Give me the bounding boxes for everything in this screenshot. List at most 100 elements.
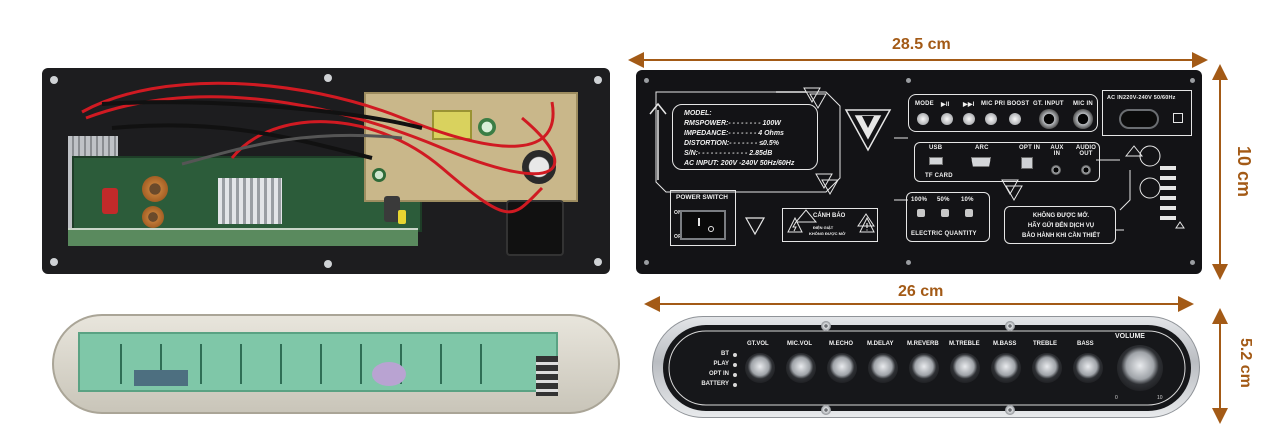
bt-indicator-label: BT	[721, 351, 729, 357]
battery-indicator-led	[733, 383, 737, 387]
level-led	[1160, 206, 1176, 210]
m-treble-knob[interactable]	[950, 353, 980, 383]
next-button[interactable]	[963, 113, 975, 125]
sticker	[372, 362, 406, 386]
m-reverb-label: M.REVERB	[907, 341, 939, 347]
m-echo-label: M.ECHO	[829, 341, 853, 347]
m-reverb-knob[interactable]	[909, 353, 939, 383]
dimension-plate-width: 26 cm	[898, 283, 944, 300]
elec-100-label: 100%	[911, 197, 928, 203]
mic-in-label: MIC IN	[1073, 101, 1093, 107]
mic-vol-knob[interactable]	[786, 353, 816, 383]
play-pause-button[interactable]	[941, 113, 953, 125]
m-bass-label: M.BASS	[993, 341, 1017, 347]
capacitor	[398, 210, 406, 224]
play-indicator-label: PLAY	[713, 361, 729, 367]
heatsink-fins	[218, 178, 282, 224]
m-treble-label: M.TREBLE	[949, 341, 980, 347]
level-led	[1160, 186, 1176, 190]
warning-sub-2: KHÔNG ĐƯỢC MỞ	[809, 231, 846, 236]
note-line-2: HÃY GỬI ĐẾN DỊCH VỤ	[1027, 223, 1095, 229]
mic-input-jack[interactable]	[1073, 109, 1093, 129]
audio-out-label: AUDIO OUT	[1075, 145, 1097, 157]
next-label: ▶▶I	[963, 102, 975, 108]
ac-power-socket[interactable]	[1119, 109, 1159, 129]
ac-input-label: AC IN220V-240V 50/60Hz	[1107, 95, 1176, 101]
control-knob-plate: BT PLAY OPT IN BATTERY GT.VOL MIC.VOL M.…	[652, 316, 1200, 418]
opt-in-label: OPT IN	[1019, 145, 1041, 151]
front-panel: MODEL: RMSPOWER:- - - - - - - - 100W IMP…	[636, 70, 1202, 274]
dimension-panel-width: 28.5 cm	[892, 36, 951, 53]
battery-led-50	[941, 209, 949, 217]
optical-input-port[interactable]	[1021, 157, 1033, 169]
led-strip-board	[78, 332, 558, 396]
switch-on-mark	[698, 218, 700, 226]
level-led	[1160, 216, 1176, 220]
driver-chip	[134, 370, 188, 386]
spec-sn: S/N:- - - - - - - - - - - - 2.85dB	[684, 150, 773, 157]
mic-pri-label: MIC PRI	[981, 101, 1006, 107]
screw	[1190, 78, 1195, 83]
battery-led-100	[917, 209, 925, 217]
battery-indicator-label: BATTERY	[701, 381, 729, 387]
usb-label: USB	[929, 145, 943, 151]
capacitor	[478, 118, 496, 136]
m-delay-label: M.DELAY	[867, 341, 894, 347]
plate-screw	[1005, 321, 1015, 331]
capacitor	[102, 188, 118, 214]
audio-output-jack[interactable]	[1081, 165, 1091, 175]
mode-label: MODE	[915, 101, 934, 107]
switch-off-mark	[708, 226, 714, 232]
elec-quantity-label: ELECTRIC QUANTITY	[911, 231, 977, 237]
wiring-bundle	[81, 81, 557, 214]
electric-quantity-box: 100% 50% 10% ELECTRIC QUANTITY	[906, 192, 990, 242]
gt-vol-knob[interactable]	[745, 353, 775, 383]
usb-port[interactable]	[929, 157, 943, 165]
play-label: ▶II	[941, 102, 950, 108]
mic-pri-button[interactable]	[985, 113, 997, 125]
dimension-plate-height: 5.2 cm	[1237, 338, 1254, 388]
treble-knob[interactable]	[1032, 353, 1062, 383]
level-led	[1160, 196, 1176, 200]
power-switch-label: POWER SWITCH	[676, 194, 728, 201]
m-bass-knob[interactable]	[991, 353, 1021, 383]
battery-led-10	[965, 209, 973, 217]
aux-input-jack[interactable]	[1051, 165, 1061, 175]
screw	[906, 78, 911, 83]
elec-50-label: 50%	[937, 197, 950, 203]
bass-label: BASS	[1077, 341, 1094, 347]
amplifier-back-photo	[42, 68, 610, 274]
m-delay-knob[interactable]	[868, 353, 898, 383]
boost-button[interactable]	[1009, 113, 1021, 125]
level-led	[1160, 176, 1176, 180]
power-switch[interactable]	[680, 210, 726, 240]
warning-shock-icon	[787, 217, 803, 233]
service-note-box: KHÔNG ĐƯỢC MỞ. HÃY GỬI ĐẾN DỊCH VỤ BẢO H…	[1004, 206, 1116, 244]
panel-graphics	[649, 87, 1185, 236]
level-led	[1160, 166, 1176, 170]
note-line-3: BẢO HÀNH KHI CẦN THIẾT	[1022, 233, 1100, 239]
plate-screw	[1005, 405, 1015, 415]
m-echo-knob[interactable]	[827, 353, 857, 383]
bass-knob[interactable]	[1073, 353, 1103, 383]
brand-logo-icon	[844, 108, 892, 157]
ac-input-box: AC IN220V-240V 50/60Hz	[1102, 90, 1192, 136]
hdmi-arc-port[interactable]	[971, 157, 991, 167]
warning-title: CẢNH BÁO	[813, 213, 846, 219]
volume-knob[interactable]	[1117, 345, 1163, 391]
mic-vol-label: MIC.VOL	[787, 341, 812, 347]
mount-hole	[594, 76, 602, 84]
warning-sub-1: ĐIỆN GIẬT	[813, 225, 834, 230]
spec-impedance: IMPEDANCE:- - - - - - - 4 Ohms	[684, 130, 784, 137]
control-button-row: MODE ▶II ▶▶I MIC PRI BOOST GT. INPUT MIC…	[908, 94, 1098, 132]
gt-vol-label: GT.VOL	[747, 341, 769, 347]
spec-distortion: DISTORTION:- - - - - - - ≤0.5%	[684, 140, 779, 147]
guitar-input-jack[interactable]	[1039, 109, 1059, 129]
mode-button[interactable]	[917, 113, 929, 125]
io-port-row: USB TF CARD ARC OPT IN AUX IN AUDIO OUT	[914, 142, 1100, 182]
spec-rms: RMSPOWER:- - - - - - - - 100W	[684, 120, 781, 127]
led-strip-photo	[52, 314, 620, 414]
inductor-coil	[142, 176, 168, 202]
